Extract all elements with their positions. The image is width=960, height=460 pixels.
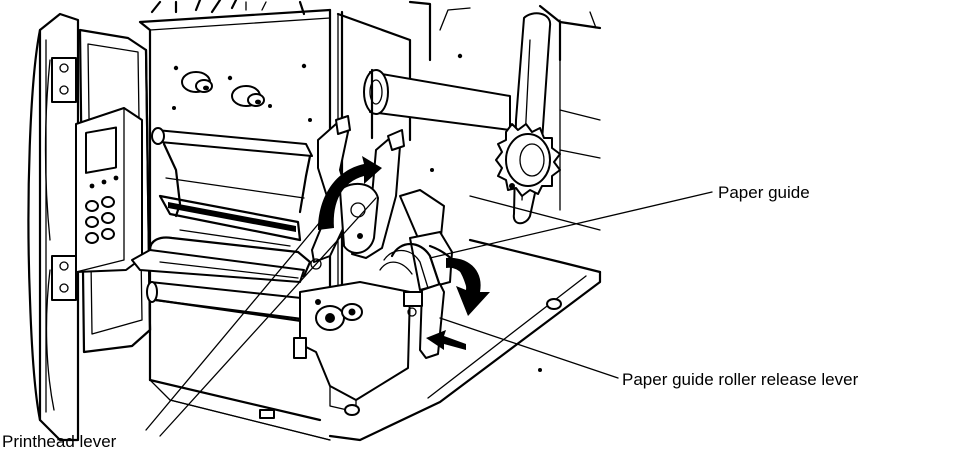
panel-button-3 [85, 216, 99, 228]
panel-button-1 [85, 200, 99, 212]
lcd-display [85, 126, 117, 174]
media-holder-knob [495, 123, 561, 197]
chassis-holes [172, 53, 542, 372]
paper-guide-roller-release-lever-label: Paper guide roller release lever [622, 370, 859, 389]
ribbon-spindle-lower [231, 85, 265, 107]
panel-led-2 [101, 179, 107, 185]
leader-line-release-lever [439, 317, 619, 379]
top-frame-edges [150, 0, 471, 62]
hinge-upper [51, 57, 77, 103]
print-head-assembly [131, 236, 312, 283]
printhead-lever-rotation-arrow [318, 156, 382, 230]
panel-button-4 [101, 212, 115, 224]
release-lever-push-arrow [426, 330, 466, 350]
side-bracket-plate [293, 281, 411, 413]
ribbon-path [158, 142, 312, 247]
panel-led-1 [89, 183, 95, 189]
panel-button-6 [101, 228, 115, 240]
leader-line-printhead-lever-a [145, 209, 331, 431]
media-supply-spindle [363, 68, 511, 140]
panel-led-3 [113, 175, 119, 181]
panel-button-2 [101, 196, 115, 208]
open-front-cover [27, 12, 80, 442]
paper-guide-downward-arrow [446, 257, 490, 316]
rear-right-bar [469, 19, 601, 231]
leader-line-printhead-lever-b [159, 197, 377, 437]
leader-line-paper-guide [429, 191, 713, 259]
base-plate [169, 238, 602, 442]
printhead-lever [310, 115, 405, 270]
panel-button-5 [85, 232, 99, 244]
ribbon-rewind-roller [151, 127, 313, 157]
paper-guide-label: Paper guide [718, 183, 810, 202]
hinge-lower [51, 255, 77, 301]
printhead-lever-label: Printhead lever [2, 432, 117, 451]
ribbon-spindle-upper [181, 71, 213, 93]
